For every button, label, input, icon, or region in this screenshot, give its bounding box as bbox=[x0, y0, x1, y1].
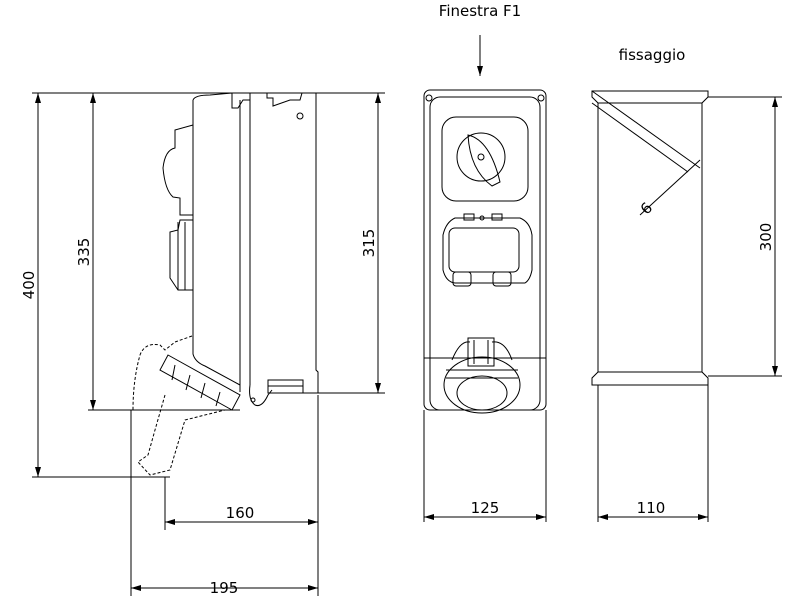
dim-335: 335 bbox=[75, 238, 93, 267]
dim-400: 400 bbox=[20, 271, 38, 300]
dim-195: 195 bbox=[210, 579, 239, 597]
side-view bbox=[132, 92, 319, 476]
dim-160: 160 bbox=[226, 504, 255, 522]
front-view: Finestra F1 125 bbox=[423, 2, 547, 522]
dim-125: 125 bbox=[471, 499, 500, 517]
dim-6: 6 bbox=[637, 199, 656, 218]
dim-110: 110 bbox=[637, 499, 666, 517]
dim-300: 300 bbox=[757, 223, 775, 252]
window-label: Finestra F1 bbox=[439, 2, 521, 20]
side-dimensions: 400 335 315 160 195 bbox=[20, 92, 385, 597]
mounting-label: fissaggio bbox=[619, 46, 686, 64]
mounting-view: fissaggio 6 300 110 bbox=[591, 46, 782, 522]
dim-315: 315 bbox=[360, 229, 378, 258]
